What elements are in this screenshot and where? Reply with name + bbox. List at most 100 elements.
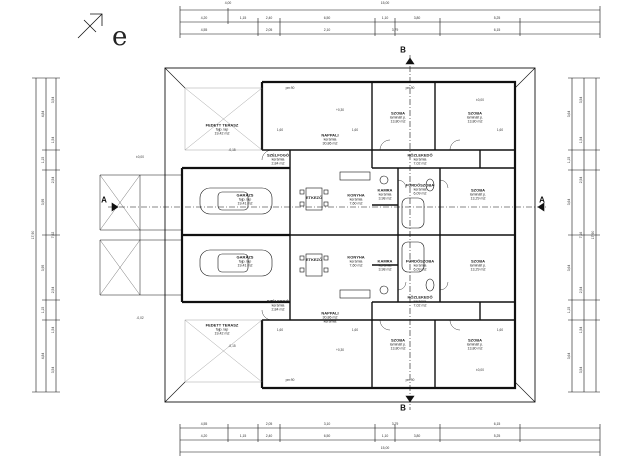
section-label-a-right: A: [539, 195, 545, 205]
driveways: [99, 174, 182, 296]
level-mark: ±0,00: [136, 155, 144, 159]
dim-top: 5,25: [493, 16, 501, 20]
dim-top: 6,15: [493, 28, 501, 32]
dim-bottom: 5,25: [493, 434, 501, 438]
dim-bottom: 1,10: [381, 434, 389, 438]
opening-mark: 1,60: [496, 128, 504, 132]
dim-right: 3,54: [579, 96, 583, 104]
dim-right: 1,54: [579, 326, 583, 334]
dim-right: 2,54: [579, 286, 583, 294]
dimension-lines-bottom: [179, 424, 601, 456]
section-arrow-icon: [537, 202, 545, 212]
kitchen-counter: [339, 171, 371, 181]
dimension-lines-left: [32, 77, 60, 393]
dim-right: 17,90: [591, 230, 595, 240]
dimension-lines-right: [568, 77, 600, 393]
dim-bottom: 3,80: [413, 434, 421, 438]
opening-mark: 1,60: [496, 328, 504, 332]
dim-right: 1,54: [579, 136, 583, 144]
bathtub-icon: [401, 197, 425, 273]
sink-icon: [379, 285, 389, 295]
section-arrow-icon: [405, 57, 415, 65]
dining-table-icon: [299, 253, 329, 277]
room-label: ETKEZŐ: [305, 194, 323, 200]
dim-bottom: 4,20: [200, 434, 208, 438]
dim-overall-bottom: 15,00: [380, 446, 390, 450]
dim-left: 1,54: [51, 326, 55, 334]
dim-left: 7,62: [51, 231, 55, 239]
dim-right: 2,54: [579, 176, 583, 184]
level-mark: +0,30: [335, 348, 345, 352]
dim-top: 2,05: [265, 28, 273, 32]
dim-right: 3,64: [567, 198, 571, 206]
dim-left: 2,54: [51, 286, 55, 294]
dim-bottom: 6,50: [323, 434, 331, 438]
dim-left: 1,54: [51, 136, 55, 144]
dim-top: 2,40: [265, 16, 273, 20]
dim-left: 1,15: [41, 156, 45, 164]
dim-left: 2,54: [51, 176, 55, 184]
dim-bottom: 4,55: [200, 422, 208, 426]
car-icon: [199, 249, 273, 277]
dim-right: 3,54: [579, 366, 583, 374]
opening-mark: 1,60: [351, 128, 359, 132]
dim-left: 4,84: [41, 352, 45, 360]
interior-walls: [182, 82, 515, 388]
opening-mark: 1,60: [276, 128, 284, 132]
dim-overall-top: 15,00: [380, 1, 390, 5]
section-label-b-top: B: [400, 45, 406, 55]
dim-top: 3,79: [391, 28, 399, 32]
sink-icon: [379, 175, 389, 185]
dim-right: 1,15: [567, 156, 571, 164]
toilet-icon: [425, 178, 435, 292]
dim-right: 7,16: [579, 231, 583, 239]
north-arrow-icon: [77, 13, 103, 39]
door-swings: [261, 139, 461, 331]
dim-right: 3,64: [567, 264, 571, 272]
opening-mark: pm:90: [285, 86, 295, 90]
level-mark: -0,15: [228, 344, 236, 348]
section-arrow-icon: [111, 202, 119, 212]
dim-bottom: 2,05: [265, 422, 273, 426]
terrace-hatch: [184, 87, 263, 383]
level-mark: ±0,00: [476, 98, 484, 102]
dim-top: 4,55: [200, 28, 208, 32]
dim-bottom: 2,40: [265, 434, 273, 438]
level-mark: -0,02: [136, 316, 144, 320]
dim-left: 3,95: [41, 264, 45, 272]
dim-bottom: 1,15: [239, 434, 247, 438]
dim-right: 3,64: [567, 110, 571, 118]
section-arrow-icon: [405, 395, 415, 403]
room-label: ETKEZŐ: [305, 256, 323, 262]
dim-right: 1,15: [567, 306, 571, 314]
dim-left: 3,54: [51, 96, 55, 104]
kitchen-counter: [339, 289, 371, 299]
level-mark: +0,30: [335, 108, 345, 112]
section-label-a-left: A: [101, 195, 107, 205]
section-label-b-bottom: B: [400, 403, 406, 413]
dimension-lines-top: [179, 6, 601, 38]
roof-outline: [164, 67, 536, 403]
opening-mark: pm:90: [285, 378, 295, 382]
compass-letter: e: [112, 22, 128, 52]
level-mark: ±0,00: [476, 368, 484, 372]
opening-mark: pm:90: [405, 378, 415, 382]
